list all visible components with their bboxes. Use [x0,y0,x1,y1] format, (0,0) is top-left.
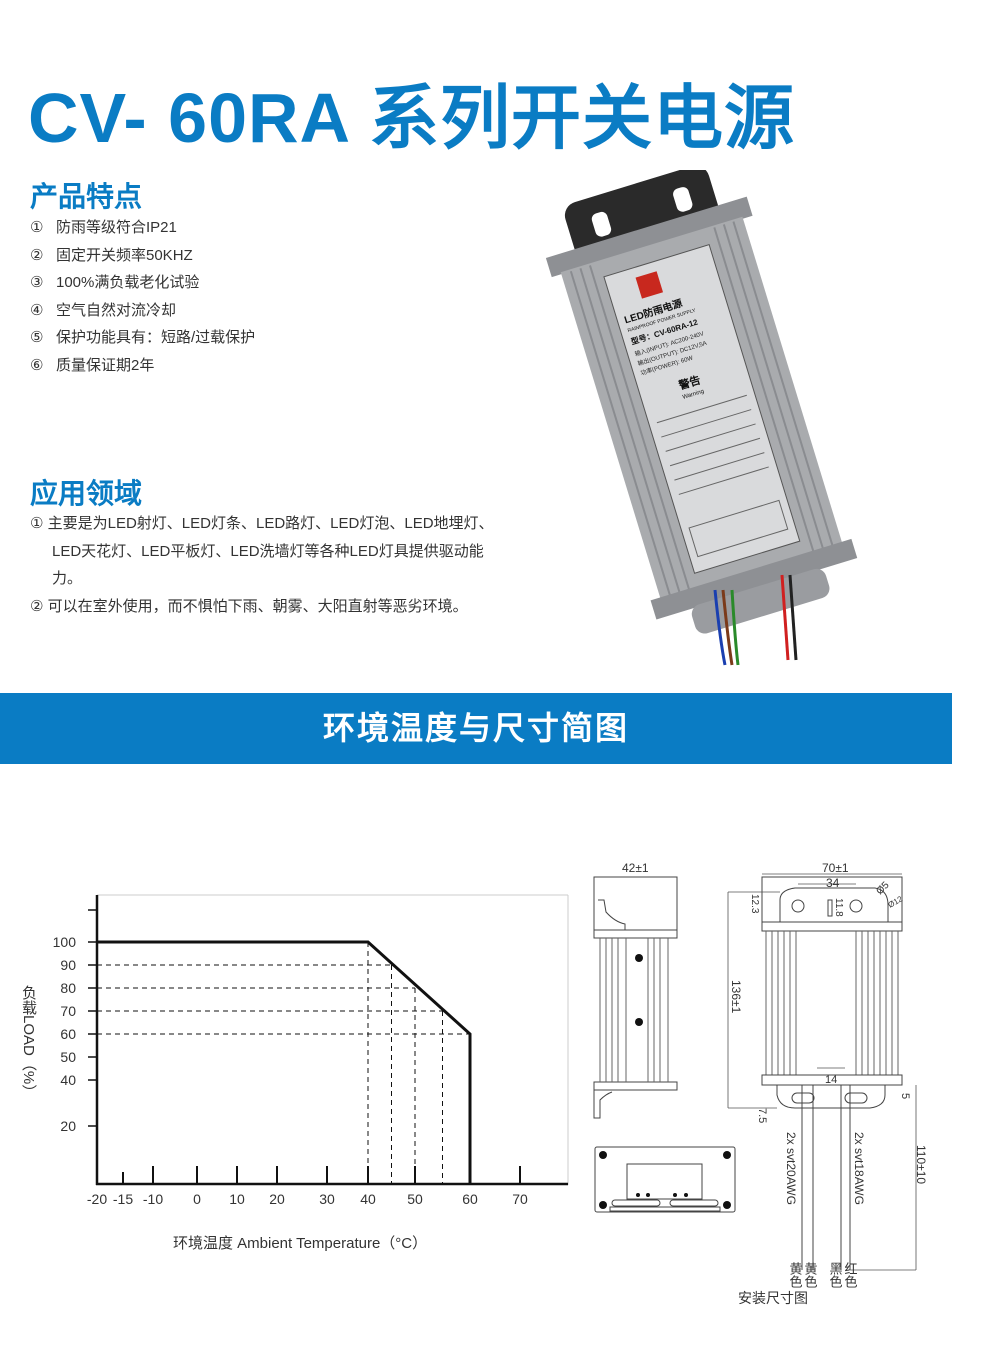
y-tick-label: 20 [60,1118,76,1134]
wire-color-2: 黄色 [803,1262,818,1288]
feature-item: ③ 100%满负载老化试验 [30,271,199,292]
x-tick-label: -15 [113,1191,133,1207]
y-tick-label: 40 [60,1072,76,1088]
application-num: ① [30,515,44,532]
derating-curve [97,940,472,1184]
feature-item: ⑤ 保护功能具有：短路/过载保护 [30,326,255,347]
wire-spec-left: 2x svt20AWG [784,1132,798,1205]
application-item: ① 主要是为LED射灯、LED灯条、LED路灯、LED灯泡、LED地埋灯、LED… [30,510,500,593]
front-view [761,876,903,1270]
feature-text: 空气自然对流冷却 [56,302,177,319]
feature-text: 质量保证期2年 [56,357,155,374]
applications-heading: 应用领域 [30,478,143,509]
dim-front-width: 70±1 [822,861,849,875]
features-heading: 产品特点 [30,181,143,212]
dim-side-width: 42±1 [622,861,649,875]
feature-num: ② [30,247,44,264]
application-text: 主要是为LED射灯、LED灯条、LED路灯、LED灯泡、LED地埋灯、LED天花… [47,515,494,588]
dim-hole-spacing: 34 [826,876,840,890]
dim-bottom-gap: 14 [825,1074,837,1086]
applications-list: ① 主要是为LED射灯、LED灯条、LED路灯、LED灯泡、LED地埋灯、LED… [30,510,500,621]
y-tick-label: 80 [60,980,76,996]
feature-text: 防雨等级符合IP21 [56,219,177,236]
x-tick-label: 40 [360,1191,376,1207]
feature-text: 保护功能具有：短路/过载保护 [56,329,256,346]
dimension-drawing: 42±1 70±1 34 Ø5 Ø12 12.3 11.8 136±1 14 5… [593,861,928,1306]
dim-slot-height: 11.8 [833,898,844,917]
feature-text: 100%满负载老化试验 [56,274,200,291]
y-tick-label: 90 [60,957,76,973]
x-axis-label: 环境温度 Ambient Temperature（°C） [173,1235,428,1252]
x-tick-label: 0 [193,1191,201,1207]
product-photo: LED防雨电源 RAINPROOF POWER SUPPLY 型号：CV-60R… [545,170,858,666]
page-title: CV- 60RA 系列开关电源 [28,79,795,157]
dim-foot: 7.5 [756,1108,768,1123]
feature-num: ④ [30,302,44,319]
feature-item: ④ 空气自然对流冷却 [30,299,176,320]
derating-chart: -20 -15 -10 0 10 20 30 40 50 60 70 100 90 80 70 60 50 40 2… [53,894,569,1207]
dim-hole-dia: Ø5 [874,880,892,898]
dim-bottom-offset: 5 [899,1093,911,1099]
application-num: ② [30,598,44,616]
x-tick-label: 60 [462,1191,478,1207]
x-tick-label: -20 [87,1191,107,1207]
section-band-title: 环境温度与尺寸简图 [0,693,952,764]
wire-spec-right: 2x svt18AWG [852,1132,866,1205]
wire-color-1: 黄色 [788,1262,803,1288]
feature-item: ② 固定开关频率50KHZ [30,244,193,265]
feature-num: ⑤ [30,329,44,346]
y-tick-label: 50 [60,1049,76,1065]
x-tick-label: 20 [269,1191,285,1207]
application-item: ② 可以在室外使用，而不惧怕下雨、朝雾、大阳直射等恶劣环境。 [30,593,500,621]
feature-num: ③ [30,274,44,291]
x-tick-label: 30 [319,1191,335,1207]
bottom-view [594,1146,736,1213]
side-view [593,876,678,1119]
output-wires [713,574,798,666]
feature-num: ① [30,219,44,236]
y-axis-label: 负载LOAD（%） [20,985,37,1100]
dim-wire-length: 110±10 [914,1145,928,1184]
y-tick-label: 100 [53,934,77,950]
mounting-holes [599,954,731,1209]
brand-logo [635,271,664,299]
dim-height: 136±1 [729,980,743,1014]
feature-num: ⑥ [30,357,44,374]
dimension-caption: 安装尺寸图 [738,1290,808,1306]
x-tick-label: 10 [229,1191,245,1207]
wire-color-4: 红色 [843,1261,858,1288]
wire-color-3: 黑色 [828,1262,843,1288]
application-text: 可以在室外使用，而不惧怕下雨、朝雾、大阳直射等恶劣环境。 [47,598,468,616]
x-tick-label: 50 [407,1191,423,1207]
y-tick-label: 60 [60,1026,76,1042]
feature-item: ⑥ 质量保证期2年 [30,354,154,375]
dim-top-offset: 12.3 [749,894,760,914]
feature-text: 固定开关频率50KHZ [56,247,193,264]
feature-item: ① 防雨等级符合IP21 [30,216,177,237]
x-tick-label: -10 [143,1191,163,1207]
x-tick-label: 70 [512,1191,528,1207]
y-tick-label: 70 [60,1003,76,1019]
